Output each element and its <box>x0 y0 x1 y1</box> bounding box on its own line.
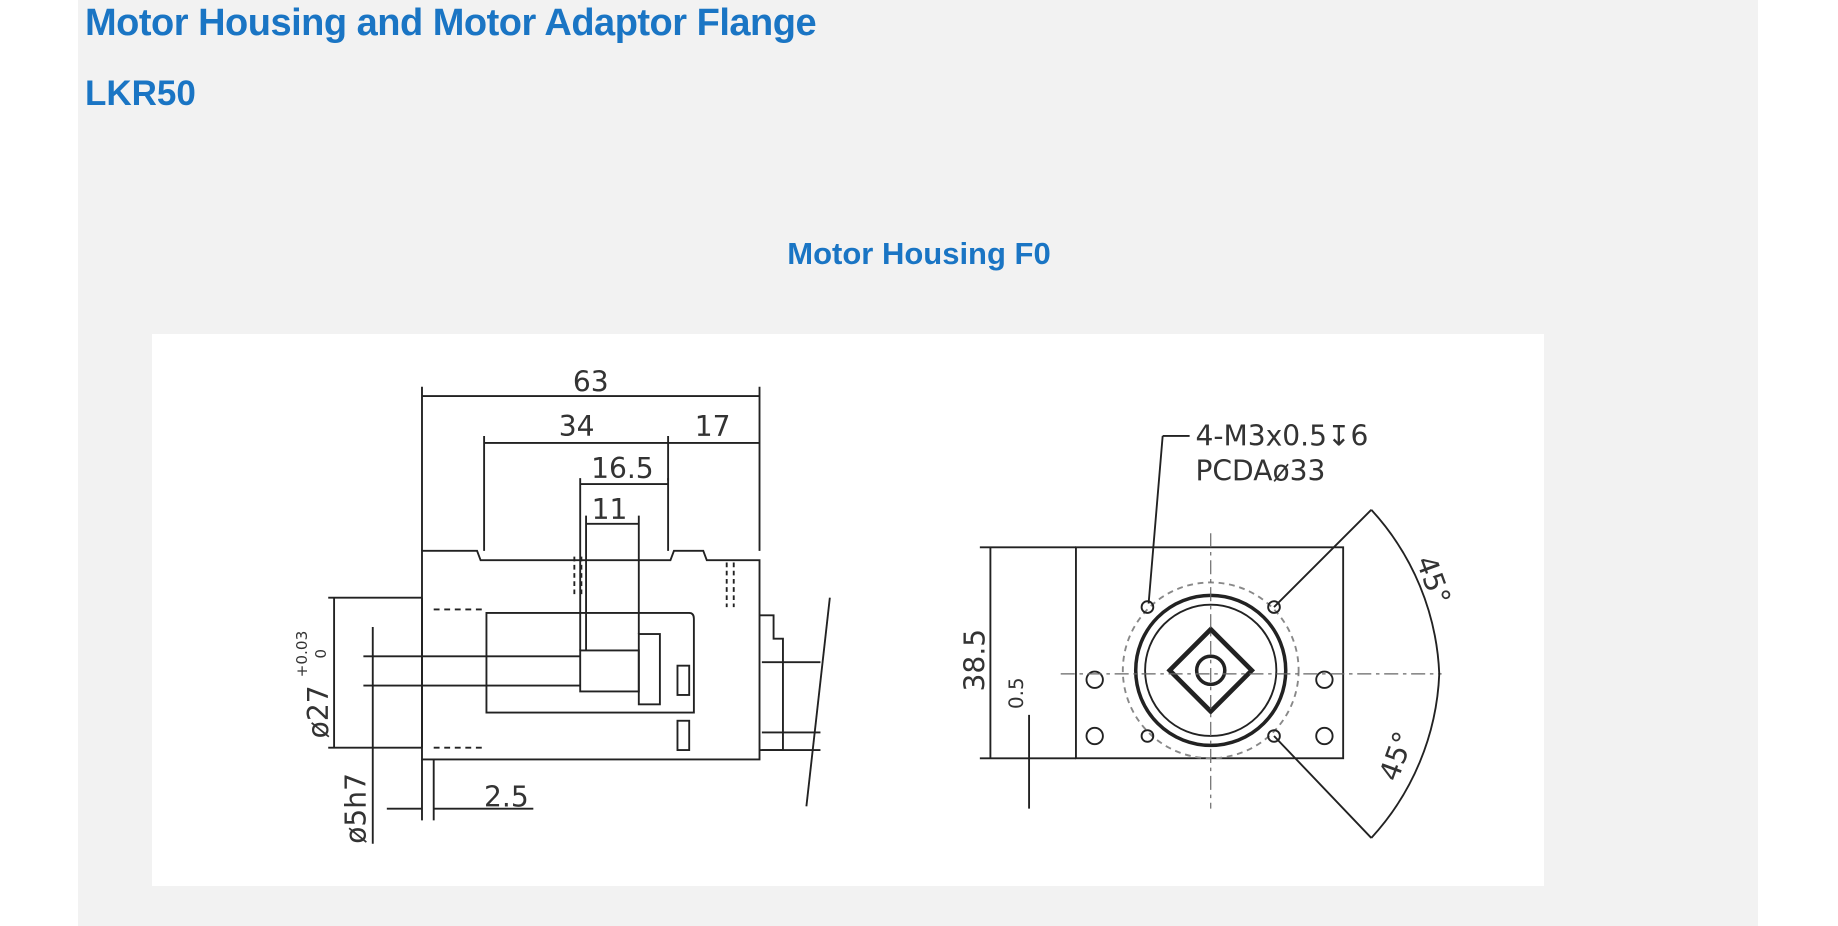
technical-drawing: 63 34 17 16.5 11 2.5 ø27 +0.03 0 ø5h7 4-… <box>152 334 1544 886</box>
dim-d27-tol-upper: +0.03 <box>293 631 311 678</box>
thread-callout: 4-M3x0.5↧6 <box>1195 419 1368 452</box>
model-heading: LKR50 <box>85 74 196 113</box>
dim-d27-tol-lower: 0 <box>312 649 330 659</box>
drawing-svg: 63 34 17 16.5 11 2.5 ø27 +0.03 0 ø5h7 4-… <box>293 365 1457 844</box>
dim-17: 17 <box>695 410 731 443</box>
dim-0-5: 0.5 <box>1005 677 1028 709</box>
page-title: Motor Housing and Motor Adaptor Flange <box>85 2 817 44</box>
dim-16-5: 16.5 <box>591 452 654 485</box>
dim-11: 11 <box>592 493 628 526</box>
dim-d5h7: ø5h7 <box>340 773 373 844</box>
dim-d27: ø27 <box>302 685 335 738</box>
dim-63: 63 <box>573 365 609 398</box>
side-view <box>328 386 831 844</box>
dim-34: 34 <box>559 410 595 443</box>
dim-2-5: 2.5 <box>484 780 529 813</box>
front-view <box>979 435 1442 839</box>
section-title: Motor Housing F0 <box>787 236 1051 271</box>
pcd-callout: PCDAø33 <box>1195 454 1325 487</box>
dim-38-5: 38.5 <box>959 629 992 692</box>
angle-top: 45° <box>1409 551 1457 609</box>
